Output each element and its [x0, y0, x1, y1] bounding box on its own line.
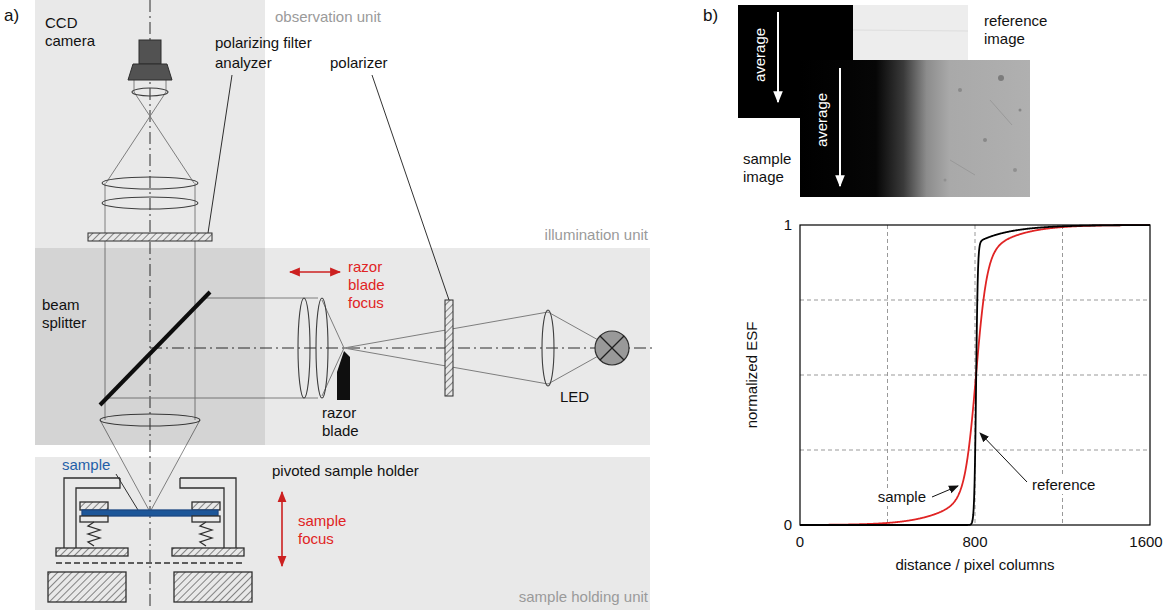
image-label: reference image	[984, 12, 1047, 48]
tick-label: 800	[962, 533, 987, 551]
tick-label: 0	[784, 516, 792, 534]
part-name: polarizer	[330, 54, 388, 72]
panel-letter: a)	[4, 6, 19, 26]
plot-grid	[800, 300, 1150, 301]
part-name: polarizing filter	[215, 34, 312, 52]
reference-image	[777, 12, 779, 102]
sample-image	[1013, 168, 1017, 172]
motion-label: razor blade focus	[348, 258, 385, 312]
reference-curve	[800, 225, 1150, 525]
panel-letter: b)	[703, 6, 718, 26]
sample-image	[800, 60, 1030, 197]
sample-image	[1019, 109, 1022, 112]
axis-title: distance / pixel columns	[895, 556, 1054, 574]
curve-pointer	[932, 433, 1027, 497]
curve-label: reference	[1030, 476, 1097, 494]
sample-image	[998, 75, 1004, 81]
plot-grid	[800, 225, 1150, 525]
tick-label: 1600	[1129, 533, 1162, 551]
part-name: CCD camera	[45, 14, 95, 50]
sample-image	[983, 138, 987, 142]
sample-image	[950, 160, 975, 175]
unit-label: illumination unit	[545, 226, 648, 244]
plot-grid	[800, 375, 1150, 376]
curve-label: sample	[876, 488, 928, 506]
sample-image	[944, 179, 947, 182]
average-direction: average	[813, 93, 831, 147]
part-name: LED	[560, 388, 589, 406]
sample-image	[958, 88, 962, 92]
part-name: pivoted sample holder	[272, 462, 419, 480]
part-name: sample	[62, 456, 110, 474]
average-direction: average	[751, 28, 769, 82]
part-name: razor blade	[322, 404, 359, 440]
tick-label: 1	[784, 216, 792, 234]
part-name: beam splitter	[42, 296, 86, 332]
plot-frame	[800, 225, 1150, 525]
part-name: analyzer	[215, 54, 272, 72]
curve-pointer	[980, 433, 1027, 482]
sample-image	[990, 100, 1012, 125]
axis-title: normalized ESF	[743, 322, 761, 429]
curve-pointer	[932, 486, 958, 497]
tick-label: 0	[796, 533, 804, 551]
unit-label: observation unit	[275, 8, 381, 26]
motion-label: sample focus	[298, 512, 346, 548]
unit-label: sample holding unit	[519, 588, 648, 606]
sample-holding-unit-band: sample holding unit	[35, 457, 650, 610]
sample-curve	[800, 225, 1150, 525]
sample-image	[839, 68, 841, 186]
image-label: sample image	[743, 150, 791, 186]
reference-image	[853, 30, 968, 31]
sample-image	[800, 60, 1030, 197]
